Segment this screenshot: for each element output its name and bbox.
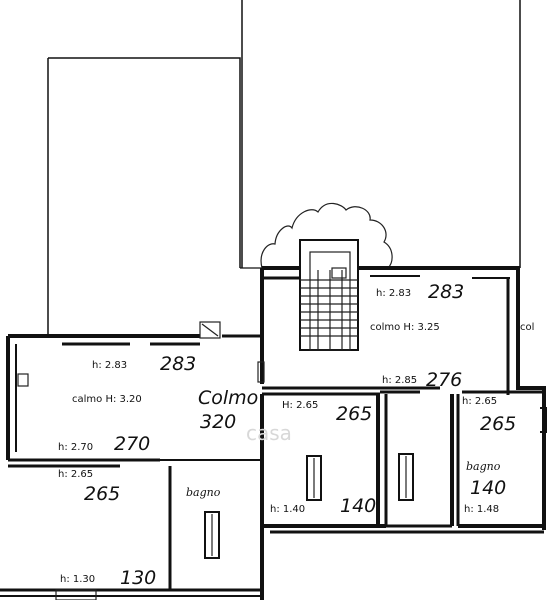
label-h140-mid: h: 1.40 (270, 504, 305, 515)
label-h265-right: h: 2.65 (462, 396, 497, 407)
label-h283-top: h: 2.83 (376, 288, 411, 299)
upper-outline (47, 0, 521, 335)
handwritten-130: 130 (120, 567, 156, 589)
label-bagno-right: bagno (466, 460, 501, 473)
handwritten-265-right: 265 (480, 413, 516, 435)
handwritten-283-left: 283 (160, 353, 196, 375)
handwritten-265-mid: 265 (336, 403, 372, 425)
label-bagno-left: bagno (186, 486, 221, 499)
label-h148: h: 1.48 (464, 504, 499, 515)
tree-outline (260, 202, 393, 269)
label-colmo-edge: col (520, 322, 534, 333)
label-h265-mid: H: 2.65 (282, 400, 318, 411)
handwritten-140-mid: 140 (340, 495, 376, 517)
radiators (204, 453, 414, 559)
handwritten-colmo-mid: Colmo (198, 387, 258, 409)
floor-walls (0, 266, 547, 600)
label-colmo-left: calmo H: 3.20 (72, 394, 142, 405)
label-h285: h: 2.85 (382, 375, 417, 386)
room-labels: h: 2.83 283 colmo H: 3.25 col h: 2.83 28… (58, 281, 534, 589)
handwritten-320: 320 (200, 411, 236, 433)
handwritten-265-low: 265 (84, 483, 120, 505)
watermark: casa (246, 421, 292, 445)
handwritten-140-right: 140 (470, 477, 506, 499)
handwritten-270: 270 (114, 433, 150, 455)
label-h283-left: h: 2.83 (92, 360, 127, 371)
label-h130: h: 1.30 (60, 574, 95, 585)
stairwell (299, 239, 359, 351)
label-h265-low: h: 2.65 (58, 469, 93, 480)
handwritten-276: 276 (426, 369, 462, 391)
handwritten-283-top: 283 (428, 281, 464, 303)
label-colmo-right: colmo H: 3.25 (370, 322, 440, 333)
label-h270: h: 2.70 (58, 442, 93, 453)
